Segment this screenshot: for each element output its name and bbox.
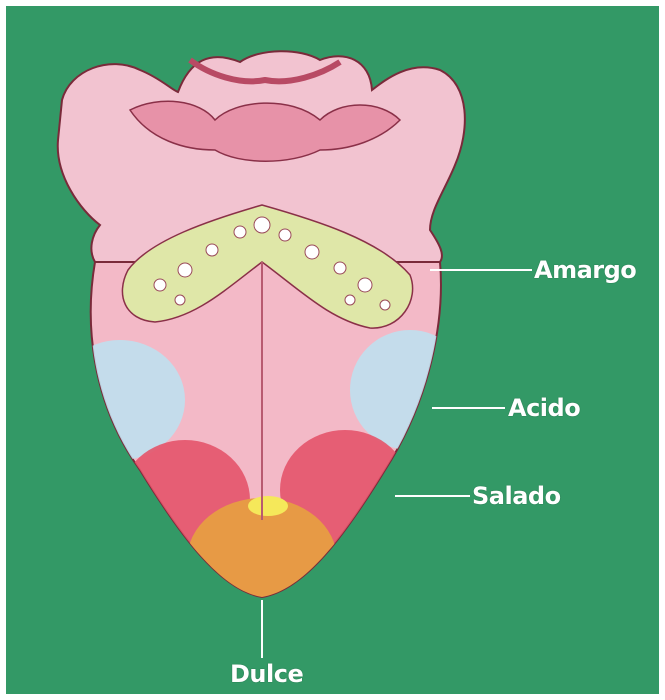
label-sweet: Dulce [230, 660, 303, 688]
sour-zone-right [350, 330, 470, 450]
label-salty: Salado [472, 482, 561, 510]
label-sour: Acido [508, 394, 580, 422]
label-bitter: Amargo [534, 256, 636, 284]
sweet-zone-highlight [248, 496, 288, 516]
sour-zone-left [55, 340, 185, 460]
